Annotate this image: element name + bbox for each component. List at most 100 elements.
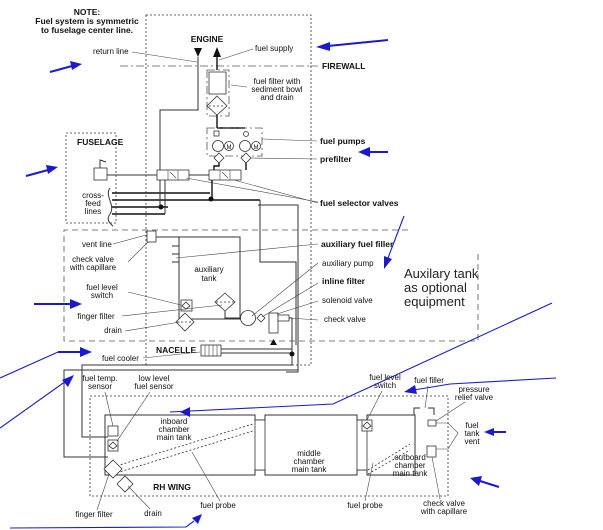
crossfeed-tank-icon: [93, 167, 108, 181]
pressure-relief-valve-icon: [427, 419, 437, 427]
blue-arrowhead-icon: [384, 256, 392, 269]
nacelle-label: NACELLE: [156, 345, 196, 355]
aux-check-valve-icon: [146, 230, 157, 243]
fuel-probe-label-2: fuel probe: [347, 501, 383, 510]
blue-arrowhead-icon: [358, 147, 370, 157]
blue-arrowhead-icon: [316, 42, 330, 51]
return-arrow-icon: [194, 48, 202, 57]
aux-fuel-level-switch-label-1: fuel level: [86, 283, 118, 292]
check-valve-icon: [277, 314, 290, 322]
blue-arrowhead-icon: [470, 476, 482, 486]
aux-tank-label-2: tank: [201, 274, 217, 283]
aux-pump-label: auxiliary pump: [322, 259, 374, 268]
aux-fuel-level-switch-label-2: switch: [91, 291, 113, 300]
blue-arrow: [25, 169, 49, 177]
aux-tank-label-1: auxiliary: [194, 265, 223, 274]
firewall-label: FIREWALL: [322, 61, 365, 71]
outboard-label-3: main tank: [393, 469, 429, 478]
return-line-label: return line: [93, 47, 129, 56]
fuel-pumps-block: [206, 127, 263, 157]
fuel-pump-2: M: [239, 131, 261, 152]
wing-check-valve-icon: [426, 445, 437, 458]
blue-arrow: [9, 520, 195, 529]
fuel-filter-label-2: sediment bowl: [251, 85, 302, 94]
low-level-label-1: low level: [139, 374, 170, 383]
blue-arrowhead-icon: [80, 347, 92, 357]
fuel-probe-inboard: [112, 423, 254, 475]
aux-optional-label-1: Auxilary tank: [404, 266, 479, 281]
engine-label: ENGINE: [191, 34, 224, 44]
junction-dot: [289, 351, 295, 357]
junction-dot: [158, 204, 164, 210]
fuel-filler-icon: [413, 407, 435, 415]
blue-arrow: [169, 302, 553, 413]
aux-optional-label-2: as optional: [404, 280, 467, 295]
fuel-pump-1: M: [212, 130, 234, 152]
fuel-pumps-label: fuel pumps: [320, 136, 366, 146]
middle-label-2: chamber: [293, 457, 324, 466]
main-feed-line: [259, 200, 297, 345]
vent-line-label: vent line: [82, 240, 112, 249]
wing-finger-filter-label: finger filter: [75, 510, 113, 519]
wing-drain-label: drain: [144, 509, 162, 518]
blue-arrow: [0, 380, 67, 429]
blue-arrow: [479, 480, 500, 488]
fuel-temp-label-2: sensor: [88, 382, 112, 391]
wing-drain-icon: [116, 475, 134, 493]
wing-check-valve-label-1: check valve: [423, 499, 465, 508]
fuselage-frame: [65, 132, 117, 224]
fuel-selector-valve-2: [208, 169, 242, 181]
note-title: NOTE:: [74, 7, 101, 17]
pressure-relief-label-2: relief valve: [455, 393, 494, 402]
blue-arrowhead-icon: [192, 514, 202, 524]
nacelle-frame: [145, 14, 312, 366]
blue-arrowhead-icon: [180, 407, 190, 417]
inline-filter-icon: [256, 313, 266, 323]
fuselage-label: FUSELAGE: [77, 137, 124, 147]
junction-dot: [208, 196, 214, 202]
blue-arrow: [327, 39, 389, 47]
note: NOTE: Fuel system is symmetric to fusela…: [35, 7, 139, 35]
pressure-relief-label-1: pressure: [458, 385, 490, 394]
note-line1: Fuel system is symmetric: [35, 16, 139, 26]
fuel-probe-label-1: fuel probe: [200, 501, 236, 510]
solenoid-valve-icon: [268, 312, 279, 334]
crossfeed-label-2: feed: [85, 199, 101, 208]
wing-fuel-level-switch-label-1: fuel level: [369, 373, 401, 382]
fuel-tank-vent-leader: [436, 422, 459, 450]
aux-optional-frame: [63, 229, 479, 342]
inboard-label-3: main tank: [157, 433, 193, 442]
supply-arrow-icon: [213, 47, 221, 57]
fuel-probe-outboard: [367, 443, 411, 475]
blue-arrowhead-icon: [62, 375, 74, 387]
aux-check-valve-label-1: check valve: [72, 255, 114, 264]
fuel-temp-label-1: fuel temp.: [82, 374, 117, 383]
fuel-filter-label-1: fuel filter with: [254, 77, 301, 86]
outboard-label-1: outboard: [394, 453, 426, 462]
aux-fuel-filler-label: auxiliary fuel filler: [321, 239, 394, 249]
rh-wing-label: RH WING: [153, 482, 191, 492]
blue-arrowhead-icon: [484, 428, 494, 436]
fuel-filter-label-3: and drain: [260, 93, 293, 102]
check-valve-label: check valve: [324, 315, 366, 324]
low-level-label-2: fuel sensor: [134, 382, 173, 391]
aux-optional-label-3: equipment: [404, 294, 465, 309]
fuel-tank-vent-label-3: vent: [464, 437, 480, 446]
fuel-tank-vent-label-1: fuel: [466, 421, 479, 430]
middle-label-3: main tank: [292, 465, 328, 474]
crossfeed-label-1: cross-: [82, 191, 104, 200]
fuel-cooler-label: fuel cooler: [102, 354, 139, 363]
tank-rib-1: [254, 419, 266, 471]
prefilter-label: prefilter: [320, 154, 352, 164]
fuel-selector-valve-1: [156, 169, 190, 181]
middle-label-1: middle: [297, 449, 321, 458]
fuel-cooler-icon: [200, 344, 222, 357]
blue-arrowhead-icon: [46, 165, 58, 174]
outboard-label-2: chamber: [394, 461, 425, 470]
rh-wing-frame: [89, 395, 449, 497]
prefilter-2: [240, 152, 252, 164]
aux-drain-label: drain: [104, 326, 122, 335]
wing-feed-line: [63, 365, 299, 458]
